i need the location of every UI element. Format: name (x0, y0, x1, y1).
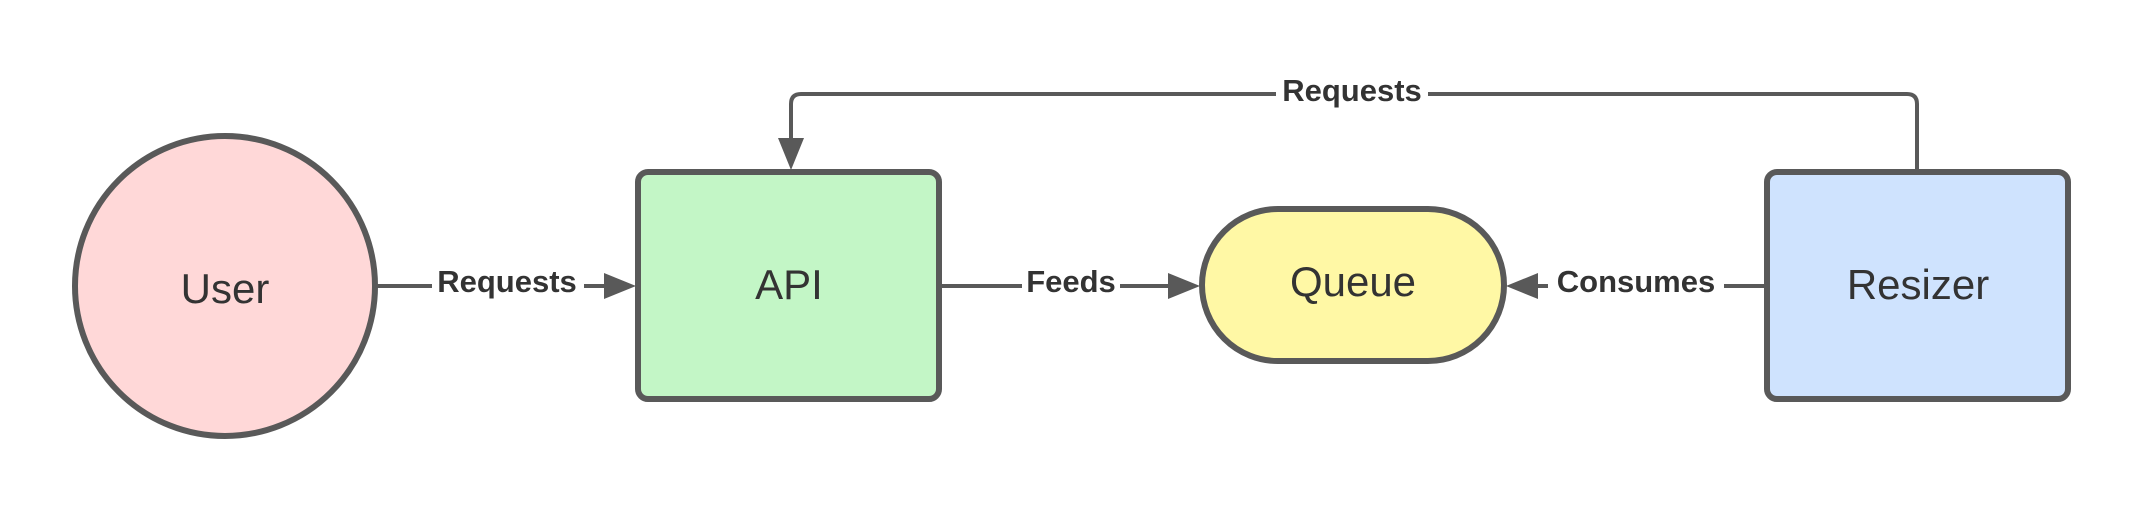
edge-label-bg (432, 262, 584, 306)
node-queue-shape (1199, 206, 1507, 364)
edge-api-to-queue-arrowhead (1168, 273, 1200, 299)
edge-api-to-queue-label: Feeds (1026, 264, 1116, 299)
edge-resizer-to-queue: Consumes (1506, 262, 1765, 306)
edge-user-to-api-arrowhead (604, 273, 636, 299)
node-user-label: User (181, 265, 270, 312)
node-api-shape (635, 169, 942, 402)
node-user: User (72, 133, 378, 439)
node-api: API (635, 169, 942, 402)
node-api-label: API (755, 261, 823, 308)
node-user-shape (72, 133, 378, 439)
node-queue-label: Queue (1290, 258, 1416, 305)
edge-api-to-queue: Feeds (941, 262, 1200, 306)
edge-label-bg (1022, 262, 1120, 306)
edge-label-bg (1276, 70, 1428, 114)
edge-resizer-to-api: Requests (778, 70, 1919, 172)
edge-user-to-api-label: Requests (437, 264, 577, 299)
edge-user-to-api: Requests (376, 262, 636, 306)
edge-resizer-to-queue-label: Consumes (1557, 264, 1715, 299)
edge-resizer-to-api-arrowhead (778, 138, 804, 170)
edge-resizer-to-queue-arrowhead (1506, 273, 1538, 299)
node-resizer-label: Resizer (1847, 261, 1989, 308)
node-queue: Queue (1199, 206, 1507, 364)
node-resizer-shape (1764, 169, 2071, 402)
node-resizer: Resizer (1764, 169, 2071, 402)
edge-resizer-to-api-label: Requests (1282, 73, 1422, 108)
edge-label-bg (1548, 262, 1724, 306)
